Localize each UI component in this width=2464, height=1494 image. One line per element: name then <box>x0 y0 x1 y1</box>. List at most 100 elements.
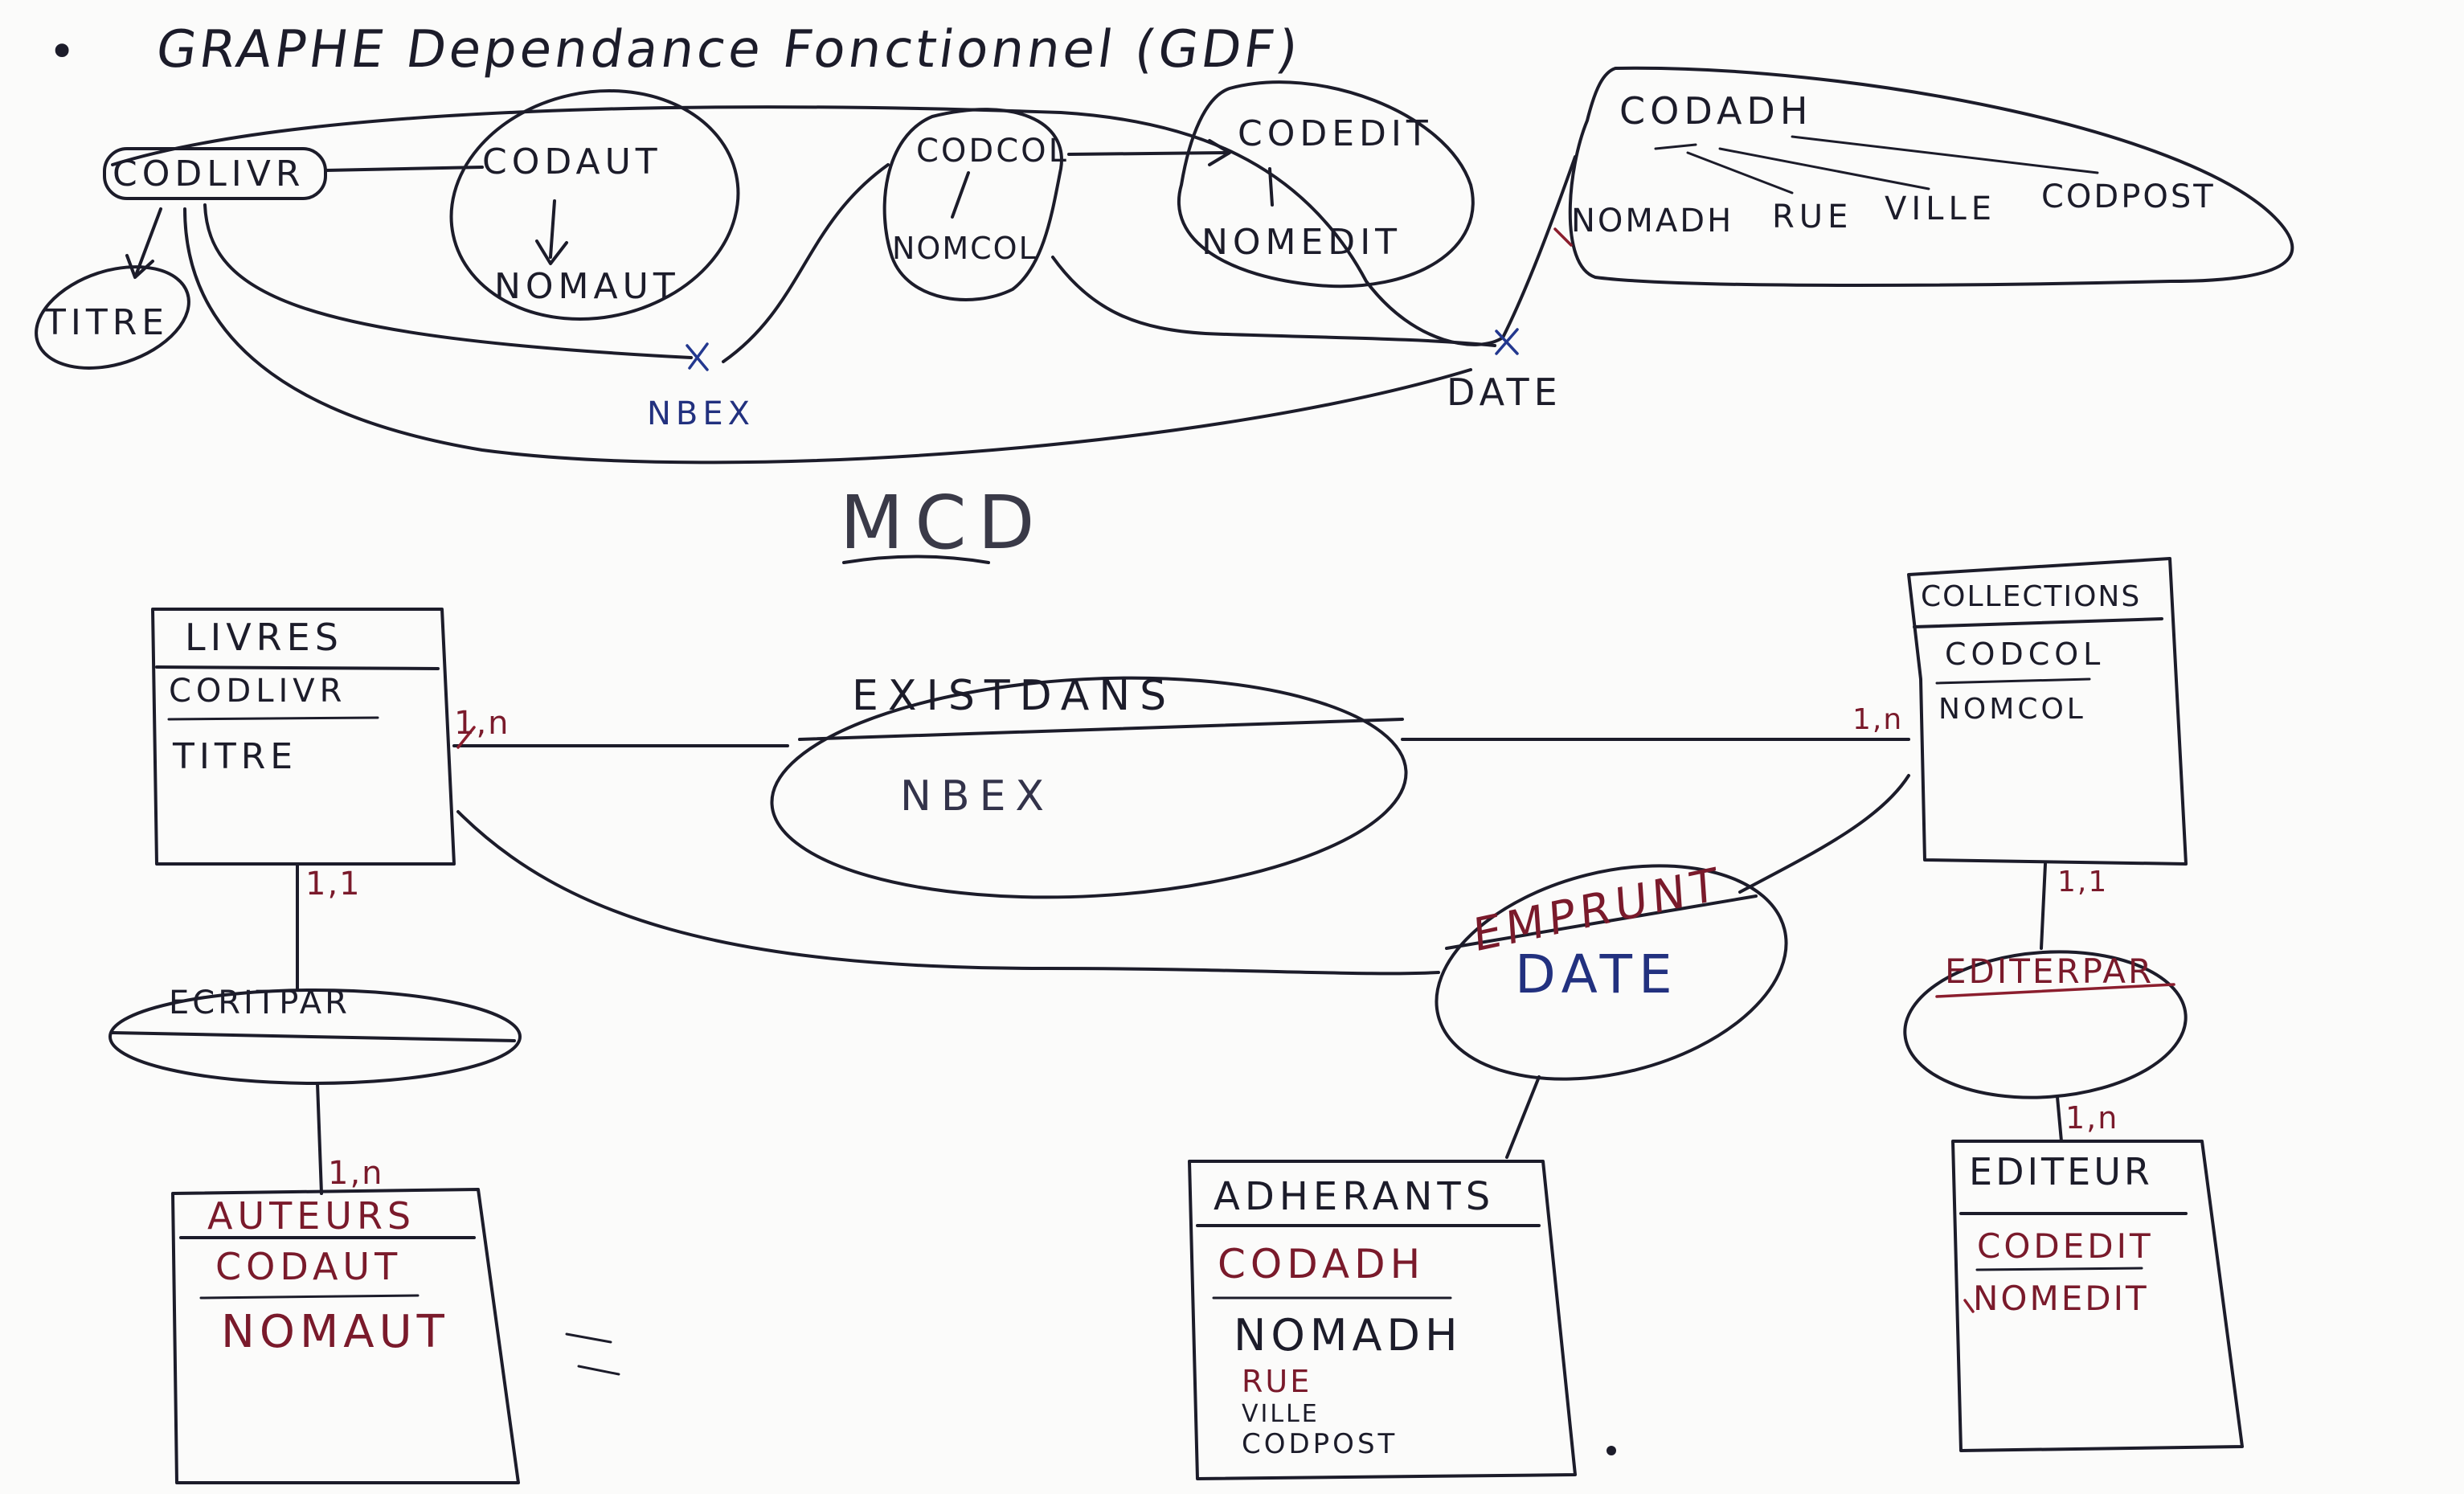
gdf-outer-enclosure <box>111 105 1504 346</box>
gdf-node-rue: RUE <box>1772 199 1853 235</box>
gdf-node-codaut: CODAUT <box>482 141 662 182</box>
codliv-nbex-line <box>203 203 693 359</box>
gdf-node-date: DATE <box>1447 370 1562 414</box>
codcol-nbex-line <box>722 163 890 363</box>
editerpar-association-name: EDITERPAR <box>1945 952 2155 991</box>
ecritpar-divider <box>111 1031 516 1042</box>
adherants-entity-box <box>1188 1160 1577 1480</box>
codaut-nomaut-arrow <box>549 199 556 259</box>
codadh-group-outline <box>1568 66 2294 287</box>
livres-entity-key: CODLIVR <box>169 673 347 710</box>
gdf-title: GRAPHE Dependance Fonctionnel (GDF) <box>152 20 1305 80</box>
codcol-codedit-arrowhead <box>1208 139 1231 166</box>
mcd-title-underline <box>842 555 990 564</box>
gdf-node-titre: TITRE <box>44 302 170 343</box>
gdf-node-codadh: CODADH <box>1619 89 1813 133</box>
codadh-codpost-line <box>1791 135 2099 174</box>
editerpar-association-outline <box>1903 950 2188 1099</box>
red-tick-nomedit <box>1963 1299 1975 1313</box>
auteurs-attr-nomaut: NOMAUT <box>221 1306 449 1358</box>
codaut-nomaut-arrowhead <box>535 239 568 265</box>
codliv-titre-arrowhead <box>125 254 154 279</box>
adherants-attr-nomadh: NOMADH <box>1234 1310 1463 1361</box>
codliv-node-outline <box>103 147 327 200</box>
emprunt-attr-date: DATE <box>1515 943 1679 1005</box>
codaut-group-outline <box>449 89 740 321</box>
codadh-nomadh-line <box>1654 143 1697 150</box>
auteurs-entity-box <box>171 1188 520 1484</box>
ecritpar-auteurs-link <box>316 1082 323 1195</box>
codcol-date-line <box>1051 256 1496 347</box>
collections-key-underline <box>1935 677 2091 685</box>
emprunt-association-outline <box>1435 864 1788 1081</box>
collections-attr-nomcol: NOMCOL <box>1938 693 2086 726</box>
livres-emprunt-link <box>456 810 1440 976</box>
editeur-key-underline <box>1975 1267 2143 1271</box>
card-auteurs-ecritpar: 1,n <box>328 1155 384 1192</box>
gdf-node-nomaut: NOMAUT <box>494 266 680 307</box>
editeur-entity-box <box>1951 1140 2244 1452</box>
collections-entity-box <box>1907 557 2188 866</box>
gdf-node-codpost: CODPOST <box>2041 178 2216 215</box>
codliv-date-line <box>183 207 1472 465</box>
auteurs-entity-key: CODAUT <box>215 1245 403 1288</box>
gdf-node-codcol: CODCOL <box>916 133 1069 170</box>
gdf-node-codliv: CODLIVR <box>113 153 305 194</box>
mcd-title: MCD <box>840 480 1046 566</box>
ecritpar-association-name: ECRITPAR <box>169 984 350 1021</box>
gdf-node-nbex: NBEX <box>647 395 755 432</box>
editerpar-editeur-link <box>2056 1095 2063 1143</box>
codedit-nomedit-line <box>1268 167 1274 207</box>
card-editeur-editerpar: 1,n <box>2065 1100 2119 1136</box>
codedit-group-outline <box>1177 80 1475 289</box>
collections-entity-key: CODCOL <box>1945 636 2106 672</box>
gdf-bullet: • <box>48 24 81 79</box>
codliv-titre-arrow <box>135 207 162 275</box>
auteurs-key-underline <box>199 1294 420 1300</box>
adherants-attr-ville: VILLE <box>1242 1400 1320 1428</box>
livres-attr-titre: TITRE <box>173 736 298 777</box>
card-collections-editerpar: 1,1 <box>2057 866 2109 898</box>
codliv-codaut-line <box>324 166 484 172</box>
editeur-attr-nomedit: NOMEDIT <box>1973 1279 2149 1318</box>
card-collections-existdans: 1,n <box>1852 703 1904 736</box>
livres-key-underline <box>167 716 379 721</box>
gdf-node-nomcol: NOMCOL <box>892 231 1038 266</box>
adherants-entity-name: ADHERANTS <box>1214 1174 1496 1219</box>
gdf-node-nomedit: NOMEDIT <box>1201 222 1402 263</box>
ecritpar-association-outline <box>108 988 522 1085</box>
adherants-attr-rue: RUE <box>1242 1364 1312 1399</box>
date-cross-mark <box>1495 328 1519 355</box>
editeur-entity-name: EDITEUR <box>1969 1150 2153 1193</box>
existdans-association-outline <box>770 676 1408 899</box>
existdans-attr-nbex: NBEX <box>900 772 1054 821</box>
editeur-entity-key: CODEDIT <box>1977 1226 2154 1266</box>
codcol-group-outline <box>882 108 1063 301</box>
emprunt-adherants-link <box>1505 1075 1541 1159</box>
codadh-ville-line <box>1718 147 1930 190</box>
red-tick-nomadh <box>1553 227 1573 247</box>
livres-entity-box <box>151 608 456 866</box>
auteurs-entity-name: AUTEURS <box>207 1194 416 1238</box>
codcol-codedit-line <box>1067 151 1227 156</box>
codadh-rue-line <box>1686 151 1794 194</box>
codcol-nomcol-arrow <box>951 171 970 219</box>
adherants-attr-codpost: CODPOST <box>1242 1428 1398 1460</box>
emprunt-collections-link <box>1738 774 1910 894</box>
collections-header-divider <box>1913 617 2163 628</box>
card-livres-existdans: 1,n <box>454 705 510 742</box>
livres-header-divider <box>155 665 440 670</box>
gdf-node-nomadh: NOMADH <box>1571 203 1734 239</box>
red-tick-livres <box>456 726 476 749</box>
codadh-date-line <box>1501 155 1577 339</box>
card-livres-ecritpar: 1,1 <box>305 866 362 903</box>
adherants-entity-key: CODADH <box>1218 1241 1426 1287</box>
livres-entity-name: LIVRES <box>185 616 343 659</box>
collections-entity-name: COLLECTIONS <box>1921 580 2142 613</box>
stray-scribble <box>565 1332 620 1376</box>
emprunt-divider <box>1445 894 1758 950</box>
editerpar-divider <box>1935 983 2175 998</box>
existdans-divider <box>798 718 1404 741</box>
collections-editerpar-link <box>2040 862 2047 950</box>
